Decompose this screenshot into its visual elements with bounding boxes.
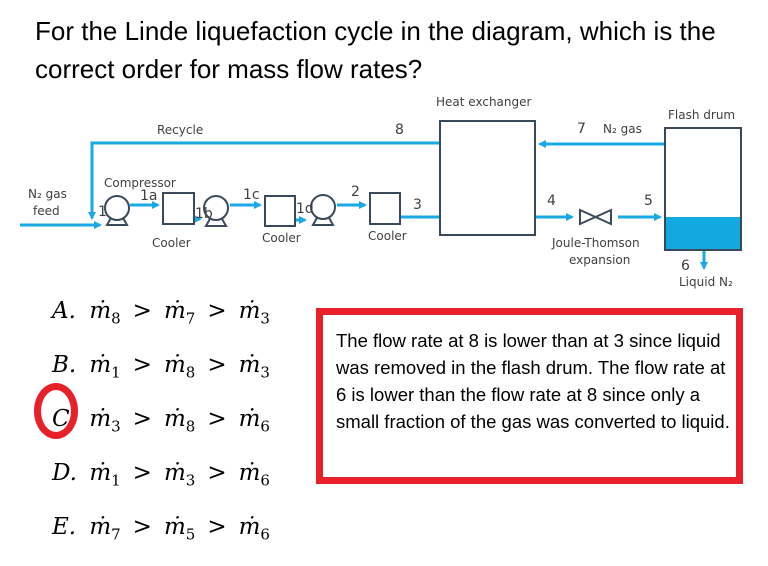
- recycle-label: Recycle: [157, 123, 203, 137]
- option-c[interactable]: C. ṁ3>ṁ8>ṁ6: [52, 404, 270, 458]
- stream-label-5: 5: [644, 193, 653, 209]
- subscript: 3: [185, 471, 196, 490]
- mass-flow-symbol: ṁ: [89, 514, 112, 540]
- greater-than: >: [132, 406, 152, 432]
- option-d[interactable]: D. ṁ1>ṁ3>ṁ6: [52, 458, 270, 512]
- cooler-2: [264, 195, 296, 227]
- subscript: 6: [260, 471, 270, 490]
- mass-flow-symbol: ṁ: [238, 352, 261, 378]
- subscript: 8: [185, 363, 196, 382]
- stream-label-6: 6: [681, 258, 690, 274]
- mass-flow-symbol: ṁ: [89, 460, 112, 486]
- flash-drum-label: Flash drum: [668, 108, 735, 122]
- feed-label-1: N₂ gas: [28, 187, 67, 201]
- subscript: 8: [185, 417, 196, 436]
- greater-than: >: [207, 406, 227, 432]
- greater-than: >: [132, 460, 152, 486]
- greater-than: >: [207, 460, 227, 486]
- cooler-1: [162, 192, 195, 225]
- subscript: 7: [111, 525, 121, 544]
- stream-label-1d: 1d: [296, 201, 314, 217]
- greater-than: >: [132, 298, 152, 324]
- mass-flow-symbol: ṁ: [238, 514, 261, 540]
- mass-flow-symbol: ṁ: [89, 406, 112, 432]
- cooler-2-label: Cooler: [262, 231, 301, 245]
- recycle-line: [88, 141, 442, 220]
- feed-label-2: feed: [33, 204, 60, 218]
- explanation-box: The flow rate at 8 is lower than at 3 si…: [316, 308, 743, 484]
- subscript: 3: [111, 417, 121, 436]
- answer-options: A. ṁ8>ṁ7>ṁ3 B. ṁ1>ṁ8>ṁ3 C. ṁ3>ṁ8>ṁ6 D. ṁ…: [52, 296, 270, 566]
- stream-label-2: 2: [351, 184, 360, 200]
- heat-exchanger: [439, 120, 536, 236]
- linde-cycle-diagram: Heat exchanger Flash drum Recycle Compre…: [20, 95, 742, 289]
- liquid-n2-label: Liquid N₂: [679, 275, 733, 289]
- selected-answer-circle: [34, 383, 78, 439]
- option-a[interactable]: A. ṁ8>ṁ7>ṁ3: [52, 296, 270, 350]
- question-text: For the Linde liquefaction cycle in the …: [35, 16, 716, 84]
- greater-than: >: [207, 514, 227, 540]
- mass-flow-symbol: ṁ: [163, 352, 186, 378]
- mass-flow-symbol: ṁ: [163, 298, 186, 324]
- subscript: 1: [111, 363, 121, 382]
- option-letter: D.: [52, 460, 77, 486]
- stream-label-3: 3: [413, 197, 422, 213]
- subscript: 3: [260, 309, 270, 328]
- subscript: 6: [260, 417, 270, 436]
- stream-label-1a: 1a: [140, 188, 158, 204]
- greater-than: >: [132, 514, 152, 540]
- heat-exchanger-label: Heat exchanger: [436, 95, 532, 109]
- explanation-text: The flow rate at 8 is lower than at 3 si…: [336, 330, 730, 432]
- greater-than: >: [207, 298, 227, 324]
- greater-than: >: [132, 352, 152, 378]
- option-letter: E.: [52, 514, 77, 540]
- subscript: 7: [185, 309, 196, 328]
- stream-label-1b: 1b: [195, 206, 213, 222]
- liquid-nitrogen-level: [666, 217, 740, 249]
- option-b[interactable]: B. ṁ1>ṁ8>ṁ3: [52, 350, 270, 404]
- compressor-label: Compressor: [104, 176, 176, 190]
- mass-flow-symbol: ṁ: [163, 514, 186, 540]
- cooler-1-label: Cooler: [152, 236, 191, 250]
- n2-gas-label: N₂ gas: [603, 122, 642, 136]
- subscript: 8: [111, 309, 121, 328]
- mass-flow-symbol: ṁ: [163, 406, 186, 432]
- mass-flow-symbol: ṁ: [163, 460, 186, 486]
- subscript: 3: [260, 363, 270, 382]
- joule-thomson-valve: [579, 208, 612, 226]
- stream-label-1: 1: [98, 204, 107, 220]
- stream-label-7: 7: [577, 121, 586, 137]
- mass-flow-symbol: ṁ: [238, 298, 261, 324]
- cooler-3: [369, 192, 401, 225]
- subscript: 1: [111, 471, 121, 490]
- stream-label-1c: 1c: [243, 187, 260, 203]
- greater-than: >: [207, 352, 227, 378]
- compressor-2: [203, 195, 229, 227]
- option-letter: B.: [52, 352, 77, 378]
- stream-label-4: 4: [547, 193, 556, 209]
- option-e[interactable]: E. ṁ7>ṁ5>ṁ6: [52, 512, 270, 566]
- mass-flow-symbol: ṁ: [238, 460, 261, 486]
- subscript: 6: [260, 525, 270, 544]
- compressor-3: [310, 194, 336, 226]
- cooler-3-label: Cooler: [368, 229, 407, 243]
- compressor-1: [104, 195, 130, 226]
- mass-flow-symbol: ṁ: [89, 352, 112, 378]
- mass-flow-symbol: ṁ: [238, 406, 261, 432]
- stream-label-8: 8: [395, 122, 404, 138]
- joule-thomson-label: Joule-Thomson: [551, 236, 640, 250]
- mass-flow-symbol: ṁ: [89, 298, 112, 324]
- subscript: 5: [185, 525, 196, 544]
- option-letter: A.: [52, 298, 76, 324]
- expansion-label: expansion: [569, 253, 630, 267]
